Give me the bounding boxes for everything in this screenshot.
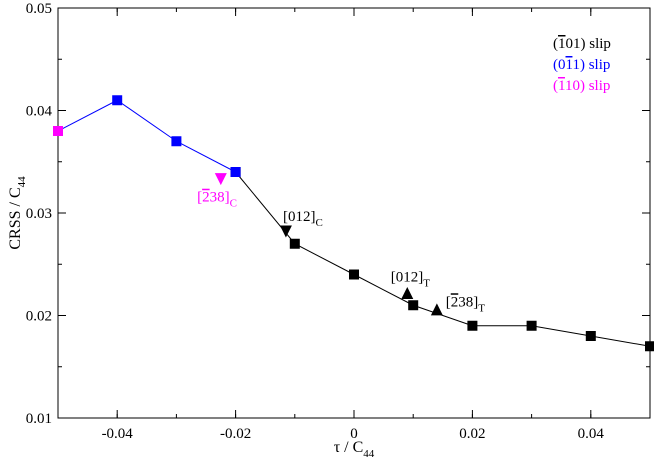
- series-2: [53, 126, 63, 136]
- legend: (101) slip (011) slip (110) slip: [553, 36, 611, 94]
- y-tick-label: 0.02: [26, 309, 52, 325]
- legend-entry: (110) slip: [553, 78, 610, 94]
- direction-annotation: [238]C: [197, 190, 237, 210]
- special-markers: [214, 173, 443, 316]
- direction-annotation: [012]C: [283, 209, 323, 229]
- x-tick-label: -0.02: [220, 426, 251, 442]
- legend-entry: (101) slip: [553, 36, 611, 52]
- x-tick-label: -0.04: [102, 426, 134, 442]
- axes: -0.04 -0.02 0 0.02 0.04 0.01 0.02 0.03 0.04 0.05: [26, 1, 651, 442]
- data-point: [349, 269, 359, 280]
- data-point: [112, 95, 123, 106]
- x-axis-label: τ / C44: [334, 439, 375, 460]
- data-point: [467, 320, 478, 331]
- legend-entry: (011) slip: [553, 57, 610, 73]
- direction-annotation: [238]T: [446, 294, 486, 314]
- x-tick-label: 0: [350, 426, 358, 442]
- y-tick-label: 0.05: [26, 1, 52, 17]
- series-line: [235, 171, 651, 347]
- direction-annotation: [012]T: [391, 270, 431, 290]
- y-tick-label: 0.01: [26, 411, 52, 427]
- series-1: [53, 95, 241, 177]
- y-tick-label: 0.04: [26, 104, 53, 120]
- data-point: [230, 167, 241, 177]
- data-point: [171, 136, 182, 147]
- series-0: [230, 167, 654, 352]
- data-point: [526, 320, 537, 331]
- y-tick-label: 0.03: [26, 206, 52, 222]
- x-tick-label: 0.02: [459, 426, 485, 442]
- triangle-down-marker: [214, 173, 227, 186]
- data-point: [408, 300, 419, 311]
- triangle-up-marker: [401, 286, 414, 299]
- triangle-up-marker: [430, 303, 443, 316]
- series-line: [57, 99, 236, 173]
- data-point: [585, 331, 596, 341]
- y-axis-label: CRSS / C44: [7, 176, 28, 250]
- data-point: [53, 126, 63, 136]
- triangle-down-marker: [279, 225, 292, 238]
- data-point: [289, 238, 300, 249]
- data-point: [645, 341, 654, 352]
- data-series: [53, 95, 654, 352]
- annotations: [012]C [238]C [012]T [238]T: [197, 190, 485, 315]
- x-tick-label: 0.04: [578, 426, 605, 442]
